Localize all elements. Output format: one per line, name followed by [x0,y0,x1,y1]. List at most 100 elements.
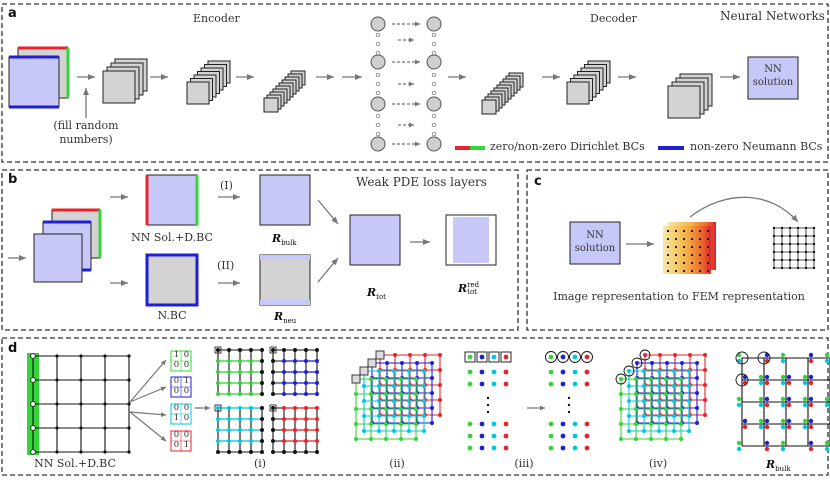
cell [252,442,262,452]
mesh-node [414,377,418,381]
bulk-node [824,352,830,358]
mesh-node [55,378,59,382]
heatmap-node [698,229,702,233]
node [467,433,473,439]
cell [230,431,240,441]
mesh-node [634,392,638,396]
cell [274,362,284,372]
cell [252,351,262,361]
mesh-node [227,450,231,454]
feature-map [566,81,590,105]
kernel-value: 1 [183,439,190,450]
nn-solution-c-label-1: NN [586,230,604,241]
bulk-node [736,396,742,402]
mesh-node [407,414,411,418]
mesh-node [384,422,388,426]
ellipsis-dot [486,403,490,407]
latent-dot [375,131,381,137]
d-r-bulk-label: Rbulk [766,458,791,474]
mesh-node [672,399,676,403]
heatmap-node [666,245,670,249]
mesh-node [423,353,427,357]
fem-node [780,234,784,238]
fem-node [780,250,784,254]
node [491,381,497,387]
mesh-node [260,370,264,374]
node [584,445,590,451]
mesh-node [703,368,707,372]
mesh-node [664,422,668,426]
kernel-value: 0 [173,439,180,450]
bulk-node [808,424,814,430]
nn-sol-dbc-label: NN Sol.+D.BC [131,231,213,244]
boundary-node [30,353,36,359]
cell [219,362,229,372]
bulk-node [808,358,814,364]
panel-c-frame [526,169,829,331]
panel-b-input-stack [33,208,102,283]
bulk-node [736,402,742,408]
node [572,421,578,427]
mesh-node [282,392,286,396]
mesh-node [227,370,231,374]
ring [735,351,749,365]
bulk-node [780,374,786,380]
mesh-node [688,353,692,357]
branch-i-label: (I) [220,179,233,192]
mesh-node [422,369,426,373]
node [479,354,485,360]
mesh-node [619,392,623,396]
mesh-node [377,414,381,418]
kernel-anchor [476,351,488,363]
mesh-node [293,348,297,352]
mesh-node [664,377,668,381]
mesh-node [216,359,220,363]
mesh-node [414,422,418,426]
mesh-node [369,437,373,441]
mesh-node [55,402,59,406]
mesh-node [216,370,220,374]
fem-node [796,250,800,254]
ring [615,373,627,385]
bulk-node [764,402,770,408]
neural-networks-label: Neural Networks [720,9,825,23]
nbc-block [145,253,199,307]
step-i-label: (i) [253,457,267,470]
mesh-node [414,407,418,411]
heatmap-node [698,269,702,273]
kernel-value: 0 [173,359,180,370]
mesh-node [127,426,131,430]
mesh-node [643,353,647,357]
cell [241,373,251,383]
mesh-node [657,399,661,403]
mesh-node [384,407,388,411]
cell [241,409,251,419]
ring [623,365,635,377]
cell [252,409,262,419]
nn-sol-dbc-block [145,174,199,226]
node [572,369,578,375]
mesh-node [658,353,662,357]
mesh-node [238,439,242,443]
mesh-node [315,450,319,454]
mesh-node [438,383,442,387]
cell [252,431,262,441]
mesh-node [384,437,388,441]
mesh-node [392,414,396,418]
fem-node [796,234,800,238]
panel-c-letter: c [534,174,542,189]
mesh-node [634,407,638,411]
bulk-node [780,418,786,424]
fem-node [796,226,800,230]
feature-map [102,70,136,104]
cell [252,373,262,383]
mesh-node [304,381,308,385]
bulk-node [786,418,792,424]
ring [569,351,581,363]
mesh-node [399,392,403,396]
mesh-node [438,353,442,357]
bulk-node [742,418,748,424]
cell [274,373,284,383]
mesh-node [649,422,653,426]
mesh-node [369,407,373,411]
